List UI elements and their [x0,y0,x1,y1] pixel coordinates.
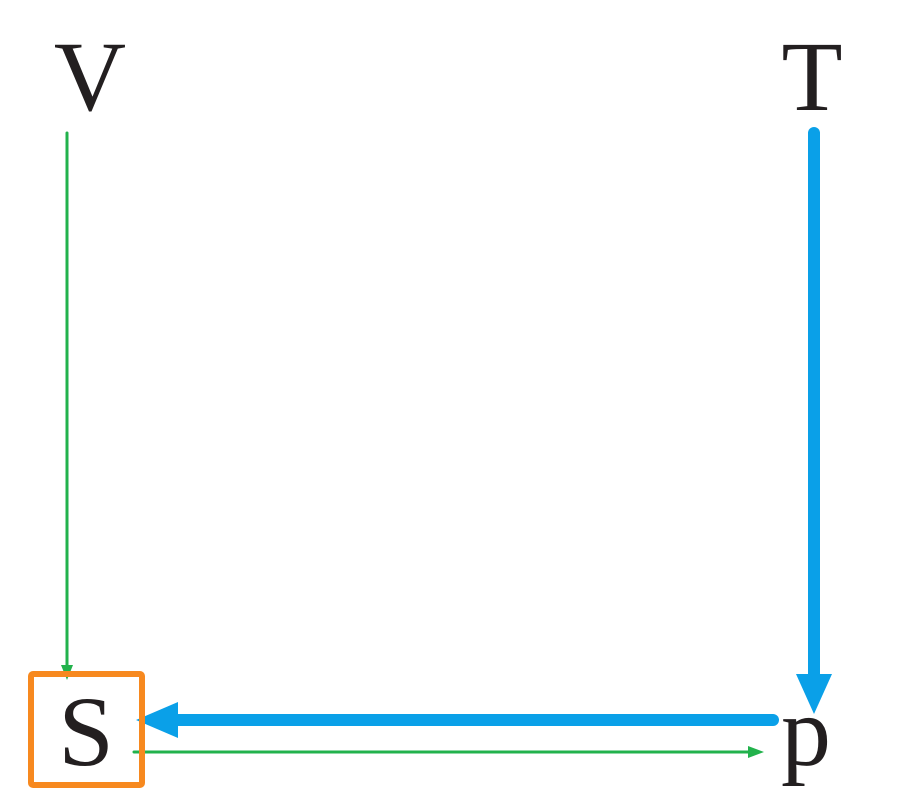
edge-p-to-s-arrowhead [136,702,178,738]
edge-t-to-p [796,127,832,714]
node-s-label: S [58,676,114,787]
edge-s-to-p [132,746,764,758]
node-v-label: V [54,21,126,132]
edge-t-to-p-arrowhead [796,674,832,714]
edge-p-to-s [136,702,779,738]
edge-v-to-s [61,131,73,680]
node-t-label: T [781,21,842,132]
s-highlight-box [28,671,145,788]
node-p-label: p [781,676,831,787]
edge-s-to-p-arrowhead [748,746,764,758]
